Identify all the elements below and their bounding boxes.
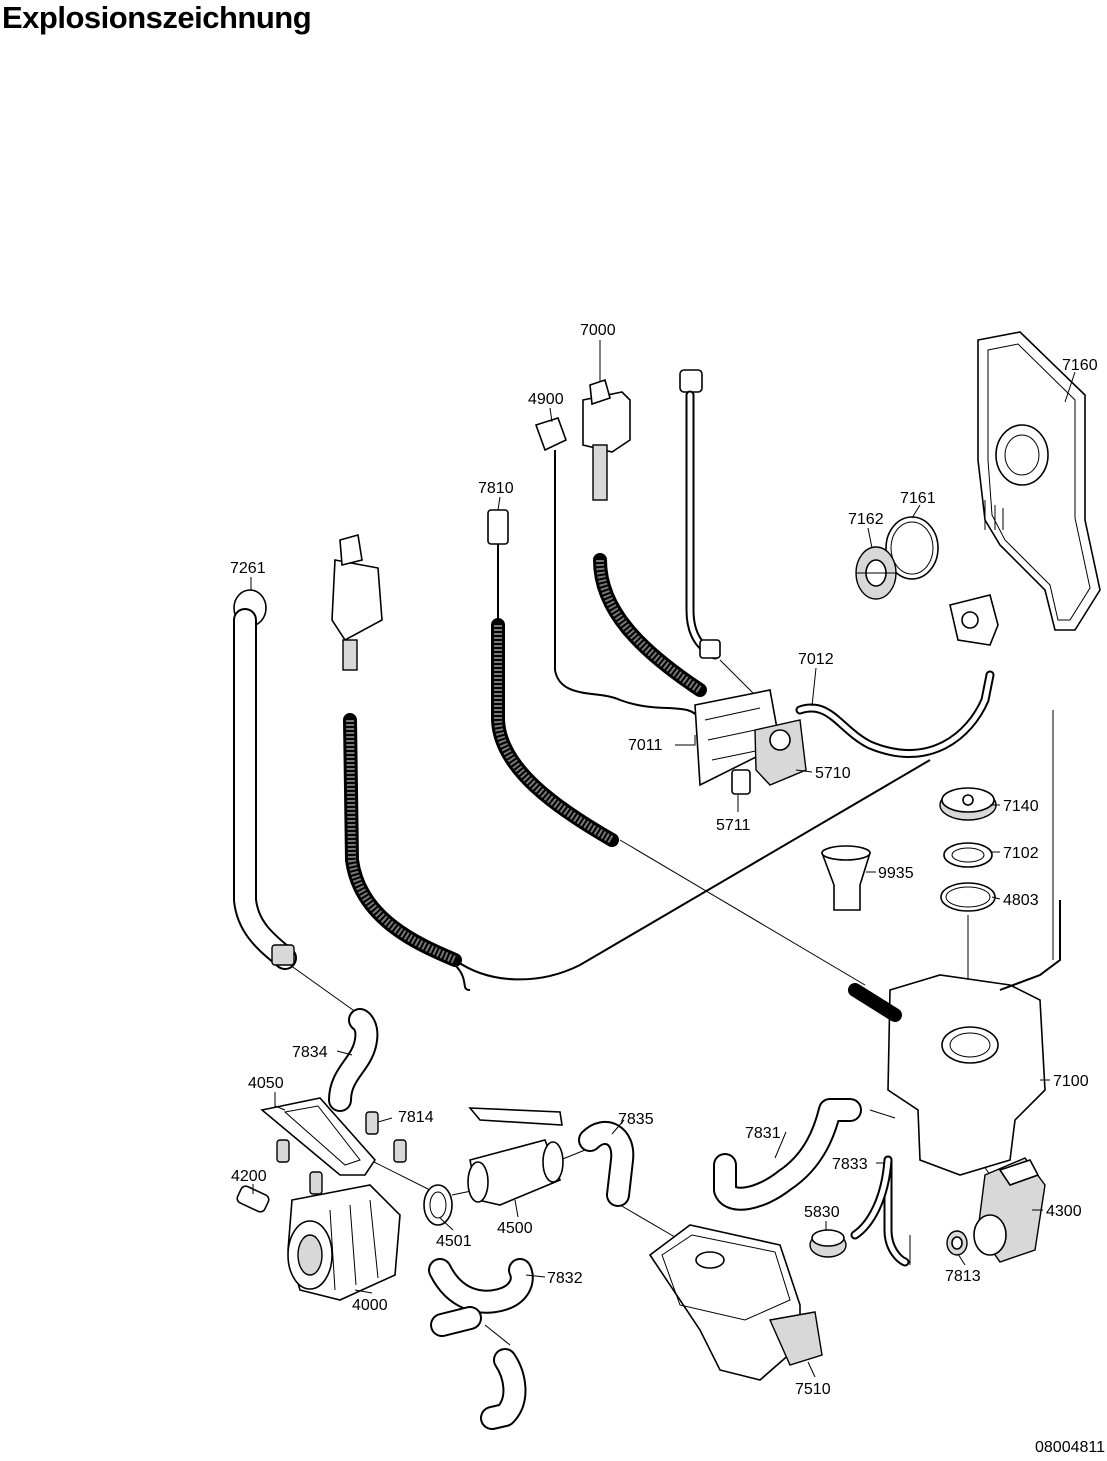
inlet-hose-fitting bbox=[679, 369, 721, 660]
page-title: Explosionszeichnung bbox=[2, 0, 312, 35]
label-7835: 7835 bbox=[618, 1111, 654, 1128]
label-4050: 4050 bbox=[248, 1075, 284, 1092]
label-7162: 7162 bbox=[848, 511, 884, 528]
sump-7510 bbox=[648, 1224, 823, 1381]
clips-7814 bbox=[276, 1111, 407, 1195]
label-7000: 7000 bbox=[580, 322, 616, 339]
label-4300: 4300 bbox=[1046, 1203, 1082, 1220]
label-4803: 4803 bbox=[1003, 892, 1039, 909]
ring-7813 bbox=[946, 1230, 968, 1256]
label-4200: 4200 bbox=[231, 1168, 267, 1185]
bracket-4050 bbox=[260, 1097, 377, 1176]
label-7831: 7831 bbox=[745, 1125, 781, 1142]
document-number: 08004811 bbox=[1035, 1439, 1105, 1456]
cap-5830 bbox=[809, 1229, 847, 1258]
elbow-7835 bbox=[578, 1121, 635, 1207]
panel-7160-drawing bbox=[977, 331, 1101, 631]
tube-7012 bbox=[795, 670, 995, 758]
label-9935: 9935 bbox=[878, 865, 914, 882]
label-7161: 7161 bbox=[900, 490, 936, 507]
label-7261: 7261 bbox=[230, 560, 266, 577]
hose-7832 bbox=[428, 1258, 534, 1430]
seal-4501 bbox=[423, 1184, 453, 1226]
heater-4500 bbox=[467, 1107, 564, 1206]
label-7102: 7102 bbox=[1003, 845, 1039, 862]
plug-4900 bbox=[534, 417, 701, 721]
ring-7102 bbox=[943, 842, 993, 868]
label-7810: 7810 bbox=[478, 480, 514, 497]
tube-7833 bbox=[850, 1155, 910, 1267]
label-7814: 7814 bbox=[398, 1109, 434, 1126]
label-4500: 4500 bbox=[497, 1220, 533, 1237]
connector-under-7160 bbox=[949, 594, 999, 646]
disc-7162 bbox=[855, 546, 897, 600]
label-4000: 4000 bbox=[352, 1297, 388, 1314]
label-7100: 7100 bbox=[1053, 1073, 1089, 1090]
leader-lines bbox=[250, 340, 1076, 1378]
tank-7100 bbox=[848, 900, 1061, 1176]
label-5710: 5710 bbox=[815, 765, 851, 782]
motor-4000 bbox=[287, 1184, 401, 1301]
label-7832: 7832 bbox=[547, 1270, 583, 1287]
part-4200 bbox=[236, 1185, 270, 1213]
label-7813: 7813 bbox=[945, 1268, 981, 1285]
valve-block-7000 bbox=[582, 378, 707, 697]
label-7833: 7833 bbox=[832, 1156, 868, 1173]
hose-7831 bbox=[713, 1098, 862, 1211]
label-5711: 5711 bbox=[716, 817, 751, 834]
label-7140: 7140 bbox=[1003, 798, 1039, 815]
label-5830: 5830 bbox=[804, 1204, 840, 1221]
label-7011: 7011 bbox=[628, 737, 663, 754]
solenoid-5710 bbox=[731, 719, 807, 795]
seal-ring-7161 bbox=[885, 516, 939, 580]
label-7160: 7160 bbox=[1062, 357, 1098, 374]
label-7012: 7012 bbox=[798, 651, 834, 668]
seal-4803 bbox=[940, 882, 996, 912]
filter-9935 bbox=[821, 845, 871, 911]
pump-4300 bbox=[973, 1157, 1046, 1263]
cap-7140 bbox=[939, 787, 997, 821]
valve-block-center bbox=[331, 533, 931, 991]
label-7834: 7834 bbox=[292, 1044, 328, 1061]
hose-7834 bbox=[328, 1008, 379, 1112]
hose-7261 bbox=[233, 589, 297, 970]
part-labels: 7000 4900 7810 7160 7161 7162 7261 7012 … bbox=[230, 322, 1098, 1398]
label-7510: 7510 bbox=[795, 1381, 831, 1398]
label-4900: 4900 bbox=[528, 391, 564, 408]
label-4501: 4501 bbox=[436, 1233, 472, 1250]
